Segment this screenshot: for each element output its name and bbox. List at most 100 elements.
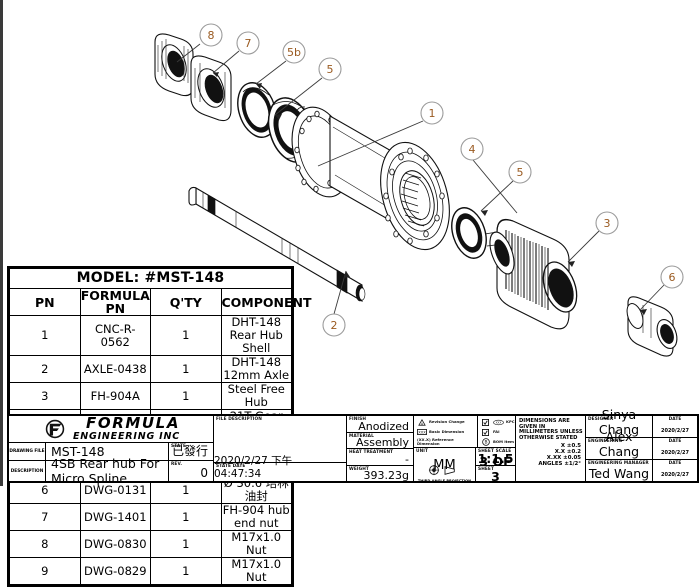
symbols-column: A Revision Change XXX Basic Dimension (X…	[414, 416, 516, 484]
balloon-2-label: 2	[331, 319, 338, 332]
file-description-column: FILE DESCRIPTION STATE DATE 2020/2/27 下午…	[214, 416, 347, 481]
tolerance-column: DIMENSIONS ARE GIVEN IN MILLIMETERS UNLE…	[516, 416, 586, 481]
unit-and-scale: UNIT MM THIRD ANGLE PROJECTION	[414, 448, 515, 484]
checkbox-icon	[480, 428, 491, 436]
table-row: 8 DWG-0830 1 M17x1.0 Nut	[9, 530, 292, 558]
sheet-scale-label: SHEET SCALE	[478, 449, 512, 454]
balloon-6	[282, 40, 306, 64]
sheet-number-cell: SHEET 3 OF 3	[476, 454, 515, 484]
drawing-file-row: DRAWING FILE MST-148 STATE 已發行	[9, 442, 213, 461]
third-angle-projection-icon	[428, 465, 455, 476]
balloon-5-right-label: 5	[517, 166, 524, 179]
basic-dimension-icon: XXX	[416, 428, 427, 436]
part-7-end-nut	[626, 296, 678, 357]
legend-reference-dimension: (XX.X) Reference Dimension	[416, 437, 477, 447]
legend-fai-text: FAI	[493, 429, 500, 434]
rev-value: 0	[200, 466, 208, 480]
bom-header-pn: PN	[9, 288, 81, 316]
balloon-5-left	[318, 57, 342, 81]
designer-cell: DESIGNER Sinya Chang	[586, 407, 653, 437]
bom-cell-comp: FH-904 hub end nut	[220, 503, 292, 531]
balloon-5-left-label: 5	[327, 63, 334, 76]
description-value: 4SB Rear hub For Micro Spline	[46, 456, 169, 486]
legend-kpc-text: KPC	[506, 419, 515, 424]
manager-date-cell: DATE 2020/2/27	[653, 460, 697, 481]
exploded-assembly-drawing: .ol{fill:none;stroke:#111;stroke-width:1…	[3, 0, 700, 486]
symbol-legend-right: XXX KPC FAI B BOM Item	[478, 416, 515, 447]
balloon-6-label: 5b	[287, 46, 301, 59]
bom-model-row: MODEL: #MST-148	[9, 268, 292, 289]
tolerance-x: X ±0.5	[560, 443, 581, 450]
file-description-box: FILE DESCRIPTION	[214, 416, 346, 463]
heat-treatment-cell: HEAT TREATMENT -	[347, 449, 413, 466]
balloon-4-label: 4	[469, 143, 476, 156]
finish-label: FINISH	[349, 417, 367, 422]
rev-label: REV.	[171, 462, 183, 467]
title-block-identity: FORMULA ENGINEERING INC DRAWING FILE MST…	[9, 416, 214, 486]
legend-basic-dimension: XXX Basic Dimension	[416, 427, 477, 437]
bom-cell-pn: 7	[9, 503, 81, 531]
bom-cell-pn: 9	[9, 557, 81, 585]
unit-label: UNIT	[416, 449, 429, 454]
bom-cell-qty: 1	[150, 503, 222, 531]
engineering-manager-cell: ENGINEERING MANAGER Ted Wang	[586, 460, 653, 481]
material-cell: MATERIAL Assembly	[347, 433, 413, 449]
bom-cell-comp: M17x1.0 Nut	[220, 557, 292, 585]
balloon-8	[236, 31, 260, 55]
balloon-9	[199, 23, 223, 47]
svg-text:XXX: XXX	[496, 420, 502, 424]
tolerance-angles: ANGLES ±1/2°	[538, 460, 581, 467]
bom-cell-fpn: DWG-0829	[79, 557, 151, 585]
bom-cell-fpn: AXLE-0438	[79, 355, 151, 383]
table-row: 9 DWG-0829 1 M17x1.0 Nut	[9, 557, 292, 585]
state-date-box: STATE DATE 2020/2/27 下午 04:47:34	[214, 455, 346, 481]
tolerance-values: X ±0.5 X.X ±0.2 X.XX ±0.05 ANGLES ±1/2°	[519, 444, 583, 467]
balloon-3	[595, 211, 619, 235]
legend-reference-dimension-text: (XX.X) Reference Dimension	[417, 437, 454, 446]
circle-b-icon: B	[480, 438, 491, 446]
checkbox-icon	[480, 418, 491, 426]
heat-treatment-label: HEAT TREATMENT	[349, 450, 394, 455]
tolerance-xx: X.X ±0.2	[554, 449, 581, 456]
balloon-3-label: 3	[604, 217, 611, 230]
bom-cell-comp: M17x1.0 Nut	[220, 530, 292, 558]
tolerance-xxx: X.XX ±0.05	[546, 454, 581, 461]
tolerance-note: DIMENSIONS ARE GIVEN IN MILLIMETERS UNLE…	[519, 418, 583, 441]
title-block: FORMULA ENGINEERING INC DRAWING FILE MST…	[7, 407, 699, 486]
description-row: DESCRIPTION 4SB Rear hub For Micro Splin…	[9, 456, 213, 486]
svg-text:B: B	[484, 440, 487, 446]
legend-revision-change: A Revision Change	[416, 417, 477, 427]
unit-value: MM	[433, 458, 456, 473]
balloon-8-label: 7	[245, 37, 252, 50]
bom-cell-qty: 1	[150, 355, 222, 383]
table-row: 7 DWG-1401 1 FH-904 hub end nut	[9, 503, 292, 531]
weight-label: WEIGHT	[349, 466, 369, 472]
engineering-cell: ENGINEERING Alex Chang	[586, 429, 653, 459]
third-angle-projection: THIRD ANGLE PROJECTION	[414, 461, 475, 483]
engineering-date: 2020/2/27	[660, 450, 689, 456]
part-6-seal	[237, 82, 277, 138]
engineering-label: ENGINEERING	[588, 439, 623, 444]
scale-cell: SHEET SCALE 1:1.5 SHEET 3 OF 3	[476, 448, 515, 484]
legend-kpc: XXX KPC	[480, 417, 515, 427]
bom-cell-qty: 1	[150, 557, 222, 585]
part-1-hub-shell	[291, 106, 450, 251]
approval-row-designer: DESIGNER Sinya Chang DATE 2020/2/27	[586, 407, 697, 438]
balloon-4	[460, 137, 484, 161]
bom-model-title: MODEL: #MST-148	[9, 268, 292, 289]
part-5-bearing-right	[451, 207, 487, 259]
kpc-oval-icon: XXX	[493, 418, 504, 426]
state-value: 已發行	[171, 444, 208, 458]
bom-cell-pn: 3	[9, 382, 81, 410]
file-description-label: FILE DESCRIPTION	[216, 417, 262, 422]
designer-label: DESIGNER	[588, 417, 614, 422]
weight-cell: WEIGHT 393.23g	[347, 466, 413, 483]
sheet-scale-value: 1:1.5	[477, 451, 514, 466]
sheet-value: 3 OF 3	[479, 454, 512, 484]
designer-date: 2020/2/27	[660, 428, 689, 434]
balloon-callouts: 8 7 5b 5 1 4	[176, 23, 684, 337]
engineering-date-cell: DATE 2020/2/27	[653, 438, 697, 459]
bom-cell-qty: 1	[150, 382, 222, 410]
svg-text:A: A	[420, 420, 423, 425]
